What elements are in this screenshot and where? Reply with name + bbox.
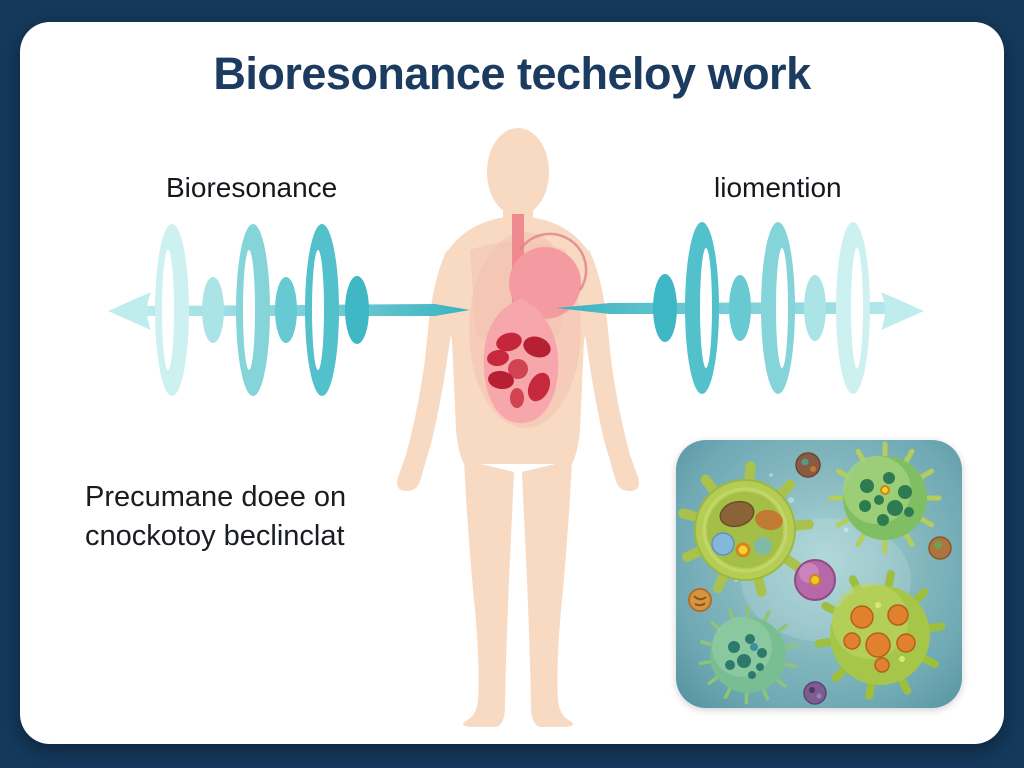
- arrow-left-icon: [108, 292, 151, 330]
- microbe-purple-center: [794, 559, 836, 601]
- left-wave-label: Bioresonance: [166, 172, 338, 203]
- caption-line-1: Precumane doee on: [85, 481, 347, 513]
- sound-wave-right: [556, 222, 924, 394]
- microbe-bottomleft: [698, 605, 797, 705]
- small-cells: [688, 452, 952, 705]
- right-wave-label: liomention: [714, 172, 842, 203]
- arrow-right-icon: [881, 292, 924, 330]
- caption-text: Precumane doee on cnockotoy beclinclat: [85, 478, 346, 556]
- microbes-illustration: [678, 441, 952, 705]
- digestive-organs: [483, 214, 588, 423]
- microbe-topright: [828, 441, 942, 555]
- caption-line-2: cnockotoy beclinclat: [85, 520, 345, 552]
- microbes-image: [676, 440, 962, 708]
- blood-cells: [487, 332, 551, 408]
- sound-wave-left: [108, 224, 470, 396]
- microbe-large-bottomright: [814, 569, 946, 701]
- round-organ-shape: [509, 247, 581, 319]
- page-title: Bioresonance techeloy work: [213, 48, 811, 99]
- microbe-large-topleft: [678, 461, 814, 597]
